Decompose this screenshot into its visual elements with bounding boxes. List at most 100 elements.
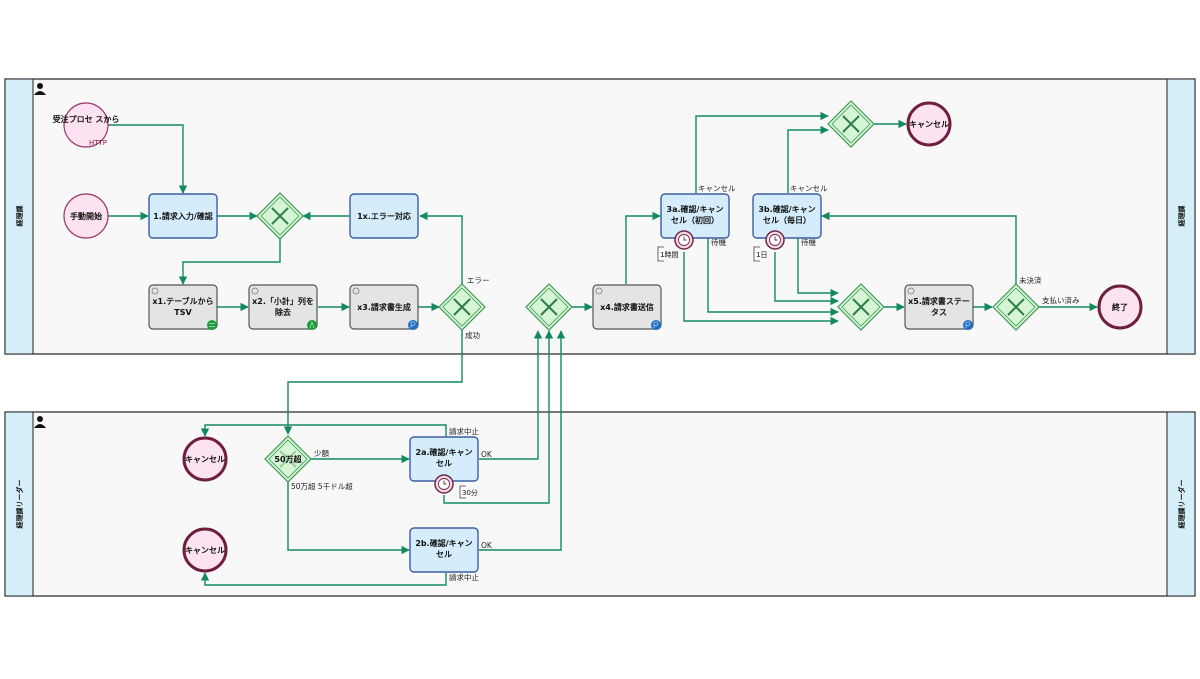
flow-label-wait-3a: 待機: [711, 237, 726, 247]
flow-t3a-timer-to-gw4: [683, 252, 839, 326]
gateway-amount-label: 50万超: [274, 454, 302, 464]
start-event-manual[interactable]: 手動開始: [63, 193, 109, 239]
flow-t3b-cancel-to-gw-cancel: [787, 125, 829, 193]
lane-label-right: 経理課リーダー: [1177, 480, 1186, 529]
flow-label-unsettled: 未決済: [1019, 275, 1042, 285]
task-t2a[interactable]: 2a.確認/キャン セル: [409, 436, 479, 482]
flow-tx4-to-t3a: [625, 211, 661, 284]
end-event-cancel-leader-1[interactable]: キャンセル: [182, 436, 228, 482]
gateway-after-input[interactable]: [256, 192, 304, 240]
sequence-flows: [108, 111, 1098, 586]
lane-label-right: 経理課: [1177, 205, 1186, 227]
timer-annotation-t3a-text: 1時間: [660, 251, 678, 259]
end-event-cancel-top-label: キャンセル: [909, 120, 949, 129]
task-t3b-line1: 3b.確認/キャン: [758, 204, 815, 214]
task-t3a-line1: 3a.確認/キャン: [667, 204, 724, 214]
flow-label-ok-2a: OK: [481, 450, 493, 459]
task-t3a[interactable]: 3a.確認/キャン セル（初回）: [660, 193, 730, 239]
flow-t3a-wait-to-gw4: [707, 238, 839, 317]
task-tx3-line1: x3.請求書生成: [357, 302, 411, 312]
end-event-cancel-leader-2-label: キャンセル: [185, 546, 225, 555]
gear-icon: [352, 287, 360, 295]
lane-leader: 経理課リーダー 経理課リーダー: [4, 411, 1196, 597]
gateway-error-check[interactable]: [438, 283, 486, 331]
gateway-amount[interactable]: 50万超: [264, 435, 312, 483]
flow-gw1-to-tx1: [178, 239, 281, 285]
end-event-cancel-top[interactable]: キャンセル: [906, 101, 952, 147]
flow-t3a-cancel-to-gw-cancel: [695, 111, 829, 193]
flow-t2b-stop-to-cancel: [200, 572, 447, 586]
task-t1x[interactable]: 1x.エラー対応: [349, 193, 419, 239]
end-event-cancel-leader-1-label: キャンセル: [185, 455, 225, 464]
end-event-cancel-leader-2[interactable]: キャンセル: [182, 527, 228, 573]
gear-icon: [251, 287, 259, 295]
task-t2b[interactable]: 2b.確認/キャン セル: [409, 527, 479, 573]
task-tx5-line1: x5.請求書ステー: [908, 296, 970, 306]
flow-label-stop-2a: 請求中止: [449, 426, 479, 436]
end-event-done[interactable]: 終了: [1097, 284, 1143, 330]
task-tx3[interactable]: x3.請求書生成: [349, 284, 419, 330]
flow-t2b-ok-to-gw3: [479, 330, 566, 551]
timer-annotation-t3b-text: 1日: [756, 251, 767, 259]
gateway-cancel-merge[interactable]: [827, 100, 875, 148]
timer-event-t3b[interactable]: [765, 230, 785, 250]
task-tx1[interactable]: x1.テーブルから TSV: [148, 284, 218, 330]
gear-icon: [595, 287, 603, 295]
task-t3a-line2: セル（初回）: [671, 215, 719, 225]
timer-annotation-t2a-text: 30分: [462, 488, 478, 497]
task-t3b-line2: セル（毎日）: [763, 215, 811, 225]
flow-label-paid: 支払い済み: [1042, 295, 1080, 305]
flow-order-to-t1: [108, 124, 188, 194]
gateway-merge-approve[interactable]: [525, 283, 573, 331]
task-tx4[interactable]: x4.請求書送信: [592, 284, 662, 330]
timer-event-t3a[interactable]: [674, 230, 694, 250]
flow-label-error: エラー: [467, 276, 490, 285]
flow-t2a-stop-to-cancel: [200, 424, 447, 437]
task-t2b-line2: セル: [436, 550, 452, 559]
task-t2b-line1: 2b.確認/キャン: [415, 538, 472, 548]
flow-label-stop-2b: 請求中止: [449, 572, 479, 582]
start-event-manual-label: 手動開始: [70, 211, 102, 221]
task-tx2-line2: 除去: [275, 307, 291, 317]
lane-label-left: 経理課: [15, 205, 24, 227]
gear-icon: [907, 287, 915, 295]
task-tx5-line2: タス: [931, 307, 947, 317]
task-t1-line1: 1.請求入力/確認: [153, 211, 213, 221]
start-event-order-http: HTTP: [89, 139, 107, 147]
service-icon: [963, 320, 973, 330]
task-tx2[interactable]: x2.「小計」列を 除去: [248, 284, 318, 330]
flow-t2a-ok-to-gw3: [479, 330, 543, 460]
flow-gw2-success-to-gw3: [283, 330, 463, 435]
flow-label-wait-3b: 待機: [801, 237, 816, 247]
flow-labels: エラー 成功 キャンセル 待機 キャンセル 待機 未決済 支払い済み 少額 50…: [291, 184, 1080, 582]
lane-label-left: 経理課リーダー: [15, 480, 24, 529]
flow-label-cancel-3a: キャンセル: [698, 184, 736, 193]
task-tx4-line1: x4.請求書送信: [600, 302, 654, 312]
task-tx5[interactable]: x5.請求書ステー タス: [904, 284, 974, 330]
flow-t2a-timer-to-gw3: [443, 330, 554, 504]
gateway-payment-status[interactable]: [992, 283, 1040, 331]
timer-annotation-t3a: 1時間: [657, 246, 678, 262]
service-icon: [408, 320, 418, 330]
user-icon: [34, 83, 46, 95]
gear-icon: [151, 287, 159, 295]
flow-label-small: 少額: [314, 448, 329, 458]
flow-label-ok-2b: OK: [481, 541, 493, 550]
start-event-order[interactable]: 受注プロセ スから HTTP: [53, 102, 120, 148]
timer-event-t2a[interactable]: [434, 474, 454, 494]
task-tx1-line2: TSV: [174, 308, 192, 317]
service-icon: [651, 320, 661, 330]
task-t1[interactable]: 1.請求入力/確認: [148, 193, 218, 239]
user-icon: [34, 416, 46, 428]
task-t2a-line1: 2a.確認/キャン: [416, 447, 473, 457]
script-icon: [307, 320, 317, 330]
task-t3b[interactable]: 3b.確認/キャン セル（毎日）: [752, 193, 822, 239]
timer-annotation-t2a: 30分: [459, 485, 478, 499]
convert-icon: [207, 320, 217, 330]
flow-label-over: 50万超 5千ドル超: [291, 481, 353, 491]
flow-t3b-wait-to-gw4: [797, 238, 839, 298]
task-t1x-line1: 1x.エラー対応: [357, 211, 411, 221]
gateway-wait-merge[interactable]: [837, 283, 885, 331]
